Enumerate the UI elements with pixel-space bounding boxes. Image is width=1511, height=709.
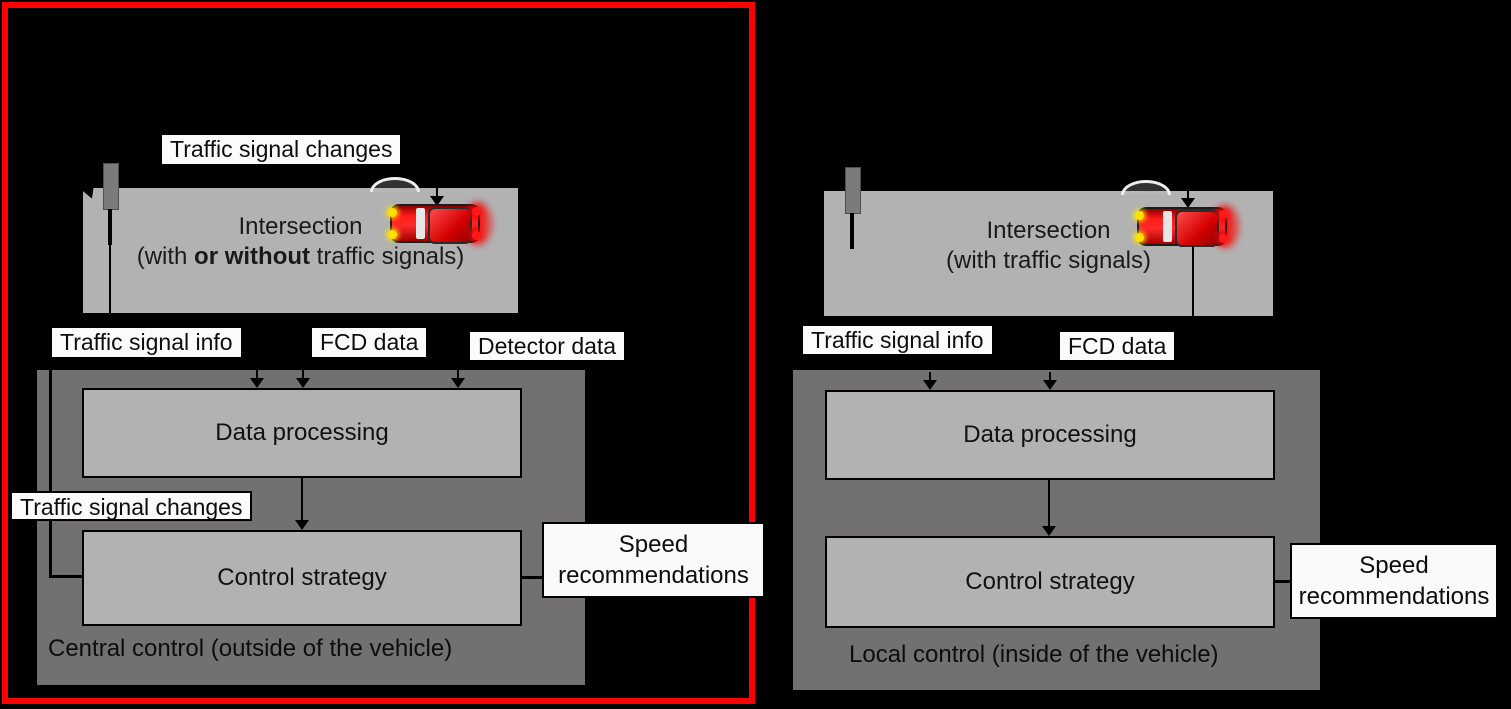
- highlight-frame: [2, 2, 755, 704]
- left-car-arrow-stem: [436, 187, 438, 198]
- right-intersection-title: Intersection: [986, 217, 1111, 244]
- car-windshield: [416, 208, 425, 239]
- right-car-arrowhead-icon: [1181, 198, 1195, 208]
- left-intersection-text: Intersection (with or without traffic si…: [83, 212, 518, 272]
- traffic-signal-icon: [845, 167, 861, 214]
- car-body: [388, 204, 481, 244]
- car-headlight-icon: [388, 230, 397, 239]
- arrow-stem: [256, 370, 258, 380]
- right-car-arrow-stem: [1187, 191, 1189, 200]
- car-icon: [388, 198, 496, 249]
- output-connector: [520, 576, 544, 579]
- traffic-signal-icon: [103, 163, 119, 210]
- car-taillight-icon: [472, 231, 481, 240]
- right-caption: Local control (inside of the vehicle): [849, 641, 1219, 668]
- right-control-strategy-box: Control strategy: [825, 536, 1275, 628]
- fcd-data-line: [1192, 246, 1194, 316]
- car-icon: [1135, 201, 1243, 252]
- left-label-fcd-data: FCD data: [312, 328, 427, 357]
- car-taillight-icon: [1219, 234, 1228, 243]
- right-speed-recommendations-box: Speed recommendations: [1290, 543, 1498, 619]
- arrow-down-icon: [1042, 526, 1056, 536]
- right-data-processing-box: Data processing: [825, 390, 1275, 480]
- feedback-line-vertical: [49, 370, 52, 577]
- arrow-down-icon: [250, 378, 264, 388]
- car-windshield: [1163, 211, 1172, 242]
- right-intersection-text: Intersection (with traffic signals): [824, 216, 1273, 276]
- arrow-stem: [1048, 480, 1050, 527]
- car-headlight-icon: [388, 208, 397, 217]
- right-label-fcd-data: FCD data: [1060, 332, 1175, 360]
- arrow-stem: [929, 372, 931, 382]
- left-intersection-subtitle: (with or without traffic signals): [136, 243, 465, 270]
- left-label-traffic-signal-changes-feedback: Traffic signal changes: [10, 491, 253, 521]
- car-taillight-icon: [472, 207, 481, 216]
- left-top-label-traffic-signal-changes: Traffic signal changes: [162, 135, 401, 164]
- arrow-stem: [457, 370, 459, 380]
- left-intersection-title: Intersection: [238, 213, 363, 240]
- arrow-down-icon: [923, 380, 937, 390]
- feedback-line-horizontal: [49, 575, 83, 578]
- wireless-dome-icon: [1121, 180, 1171, 195]
- car-cabin: [1175, 210, 1219, 247]
- right-intersection-subtitle: (with traffic signals): [946, 247, 1151, 274]
- arrow-stem: [302, 370, 304, 380]
- traffic-signal-pole: [850, 213, 854, 249]
- arrow-stem: [1049, 372, 1051, 382]
- traffic-signal-info-line: [109, 245, 111, 313]
- left-caption: Central control (outside of the vehicle): [48, 635, 453, 662]
- car-taillight-icon: [1219, 210, 1228, 219]
- arrow-down-icon: [295, 520, 309, 530]
- right-label-traffic-signal-info: Traffic signal info: [803, 326, 992, 354]
- arrow-stem: [301, 478, 303, 521]
- arrow-down-icon: [296, 378, 310, 388]
- left-data-processing-box: Data processing: [82, 388, 522, 478]
- output-connector: [1273, 580, 1292, 583]
- car-body: [1135, 207, 1228, 247]
- left-label-traffic-signal-info: Traffic signal info: [52, 328, 241, 357]
- arrow-down-icon: [451, 378, 465, 388]
- car-headlight-icon: [1135, 233, 1144, 242]
- traffic-signal-pole: [108, 209, 112, 245]
- left-label-detector-data: Detector data: [470, 332, 625, 360]
- arrow-down-icon: [1043, 380, 1057, 390]
- left-speed-recommendations-box: Speed recommendations: [542, 522, 765, 598]
- car-cabin: [428, 207, 472, 244]
- car-headlight-icon: [1135, 211, 1144, 220]
- left-car-arrowhead-icon: [430, 196, 444, 206]
- left-control-strategy-box: Control strategy: [82, 530, 522, 626]
